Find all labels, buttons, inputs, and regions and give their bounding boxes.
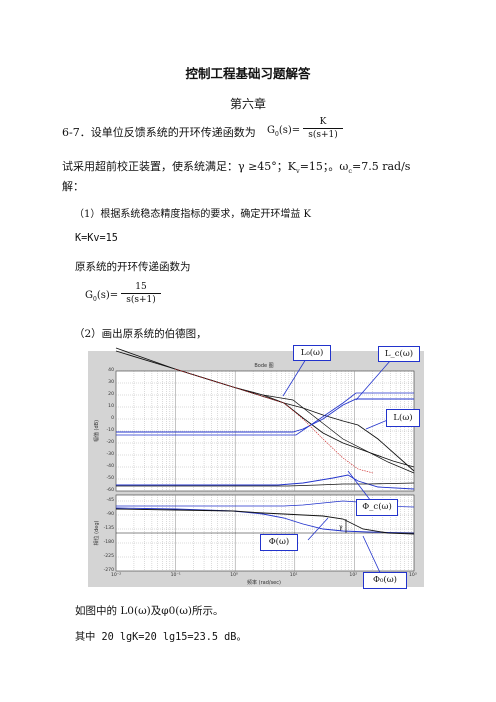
magnitude-tick-label: 30	[108, 380, 114, 385]
magnitude-bottom-blue-line	[116, 474, 415, 490]
bode-plot-title: Bode 图	[254, 363, 273, 369]
step-2: （2）画出原系统的伯德图，	[74, 328, 207, 340]
callout-l0-pointer	[282, 358, 307, 397]
requirement-line: 试采用超前校正装置，使系统满足：γ ≥45°；Kv=15；。ωc=7.5 rad…	[62, 158, 410, 175]
original-tf-text: 原系统的开环传递函数为	[75, 261, 191, 273]
magnitude-tick-label: -30	[106, 452, 114, 457]
phase-tick-label: -90	[106, 512, 114, 517]
req-gamma: γ ≥45°；K	[238, 160, 297, 173]
frequency-xlabel: 频率 (rad/sec)	[247, 579, 281, 586]
g-letter-2: G	[85, 290, 93, 301]
magnitude-tick-label: 10	[108, 404, 114, 409]
l0-asymptote-curve	[262, 394, 415, 474]
g-argument: (s)=	[278, 125, 301, 136]
figure-caption-line: 如图中的 L0(ω)及φ0(ω)所示。	[75, 605, 224, 617]
magnitude-tick-label: 20	[108, 392, 114, 397]
gamma-mark-label: γ	[339, 524, 343, 531]
callout-l0: L₀(ω)	[293, 345, 331, 361]
req-wc: =7.5 rad/s	[352, 160, 411, 173]
frequency-tick-label: 10⁻¹	[170, 573, 181, 578]
phase-tick-label: -225	[103, 554, 114, 559]
g-subscript: 0	[275, 131, 279, 138]
tf1-fraction: K s(s+1)	[303, 117, 343, 140]
tf1-denominator: s(s+1)	[308, 130, 338, 140]
phase-tick-label: -135	[103, 526, 114, 531]
req-wc-sub: c	[348, 167, 353, 176]
bode-figure: γ Bode 图 幅值 (dB) 相位 (deg) 频率 (rad/sec) 4…	[88, 343, 424, 591]
phi-corrected-phase-curve	[115, 508, 415, 535]
phase-tick-label: -270	[103, 568, 114, 573]
g-subscript-2: 0	[93, 296, 97, 303]
callout-phi-pointer	[307, 517, 329, 541]
page-title: 控制工程基础习题解答	[185, 66, 311, 81]
lc-asymptote-curve	[116, 392, 414, 436]
solution-label: 解：	[62, 180, 84, 193]
desired-magnitude-curve	[174, 368, 374, 474]
magnitude-tick-label: 0	[111, 416, 114, 421]
phase-tick-label: -180	[103, 540, 114, 545]
phase-tick-label: -45	[106, 498, 114, 503]
magnitude-tick-label: -40	[106, 464, 114, 469]
gain-db-line: 其中 20 lgK=20 lg15=23.5 dB。	[75, 632, 247, 643]
g0-symbol-2: G0(s)=	[85, 290, 118, 303]
grid-lines	[115, 370, 414, 572]
g0-symbol: G0(s)=	[267, 125, 300, 138]
magnitude-tick-label: -60	[106, 488, 114, 493]
k-equation: K=Kv=15	[75, 233, 118, 244]
callout-lc-pointer	[355, 360, 391, 401]
step-1: （1）根据系统稳态精度指标的要求，确定开环增益 K	[74, 209, 312, 220]
requirement-text: 试采用超前校正装置，使系统满足：	[62, 160, 238, 173]
tf2-denominator: s(s+1)	[126, 295, 156, 305]
lc-compensator-magnitude-curve	[116, 398, 414, 433]
req-kv-sub: v	[296, 167, 300, 176]
tf1-numerator: K	[303, 117, 343, 129]
callout-lc: L_c(ω)	[378, 346, 420, 362]
chapter-heading: 第六章	[229, 97, 266, 111]
magnitude-ylabel: 幅值 (dB)	[93, 420, 100, 442]
magnitude-tick-label: -50	[106, 476, 114, 481]
frequency-tick-label: 10³	[409, 573, 417, 578]
tf2-numerator: 15	[121, 282, 161, 294]
bode-plot-svg: γ Bode 图 幅值 (dB) 相位 (deg) 频率 (rad/sec)	[88, 347, 424, 587]
callout-l: L(ω)	[386, 409, 420, 427]
phi0-original-phase-curve	[115, 507, 415, 534]
frequency-tick-label: 10²	[349, 573, 358, 578]
tf2-fraction: 15 s(s+1)	[121, 282, 161, 305]
frequency-tick-label: 10⁻²	[111, 573, 122, 578]
problem-lead: 6-7．设单位反馈系统的开环传递函数为	[62, 126, 256, 139]
frequency-tick-label: 10¹	[289, 573, 298, 578]
magnitude-bottom-black-line	[116, 482, 415, 487]
callout-phi: Φ(ω)	[260, 534, 298, 551]
g-argument-2: (s)=	[96, 290, 119, 301]
phase-ylabel: 相位 (deg)	[93, 520, 100, 545]
callout-phi0: Φ₀(ω)	[363, 572, 407, 589]
callout-phic: Φ_c(ω)	[356, 499, 398, 516]
magnitude-tick-label: -20	[106, 440, 114, 445]
g-letter: G	[267, 125, 275, 136]
callout-phi0-pointer	[362, 535, 384, 580]
req-kv: =15；。ω	[299, 160, 349, 173]
frequency-tick-label: 10⁰	[230, 573, 238, 578]
magnitude-tick-label: 40	[108, 368, 114, 373]
magnitude-tick-label: -10	[106, 428, 114, 433]
